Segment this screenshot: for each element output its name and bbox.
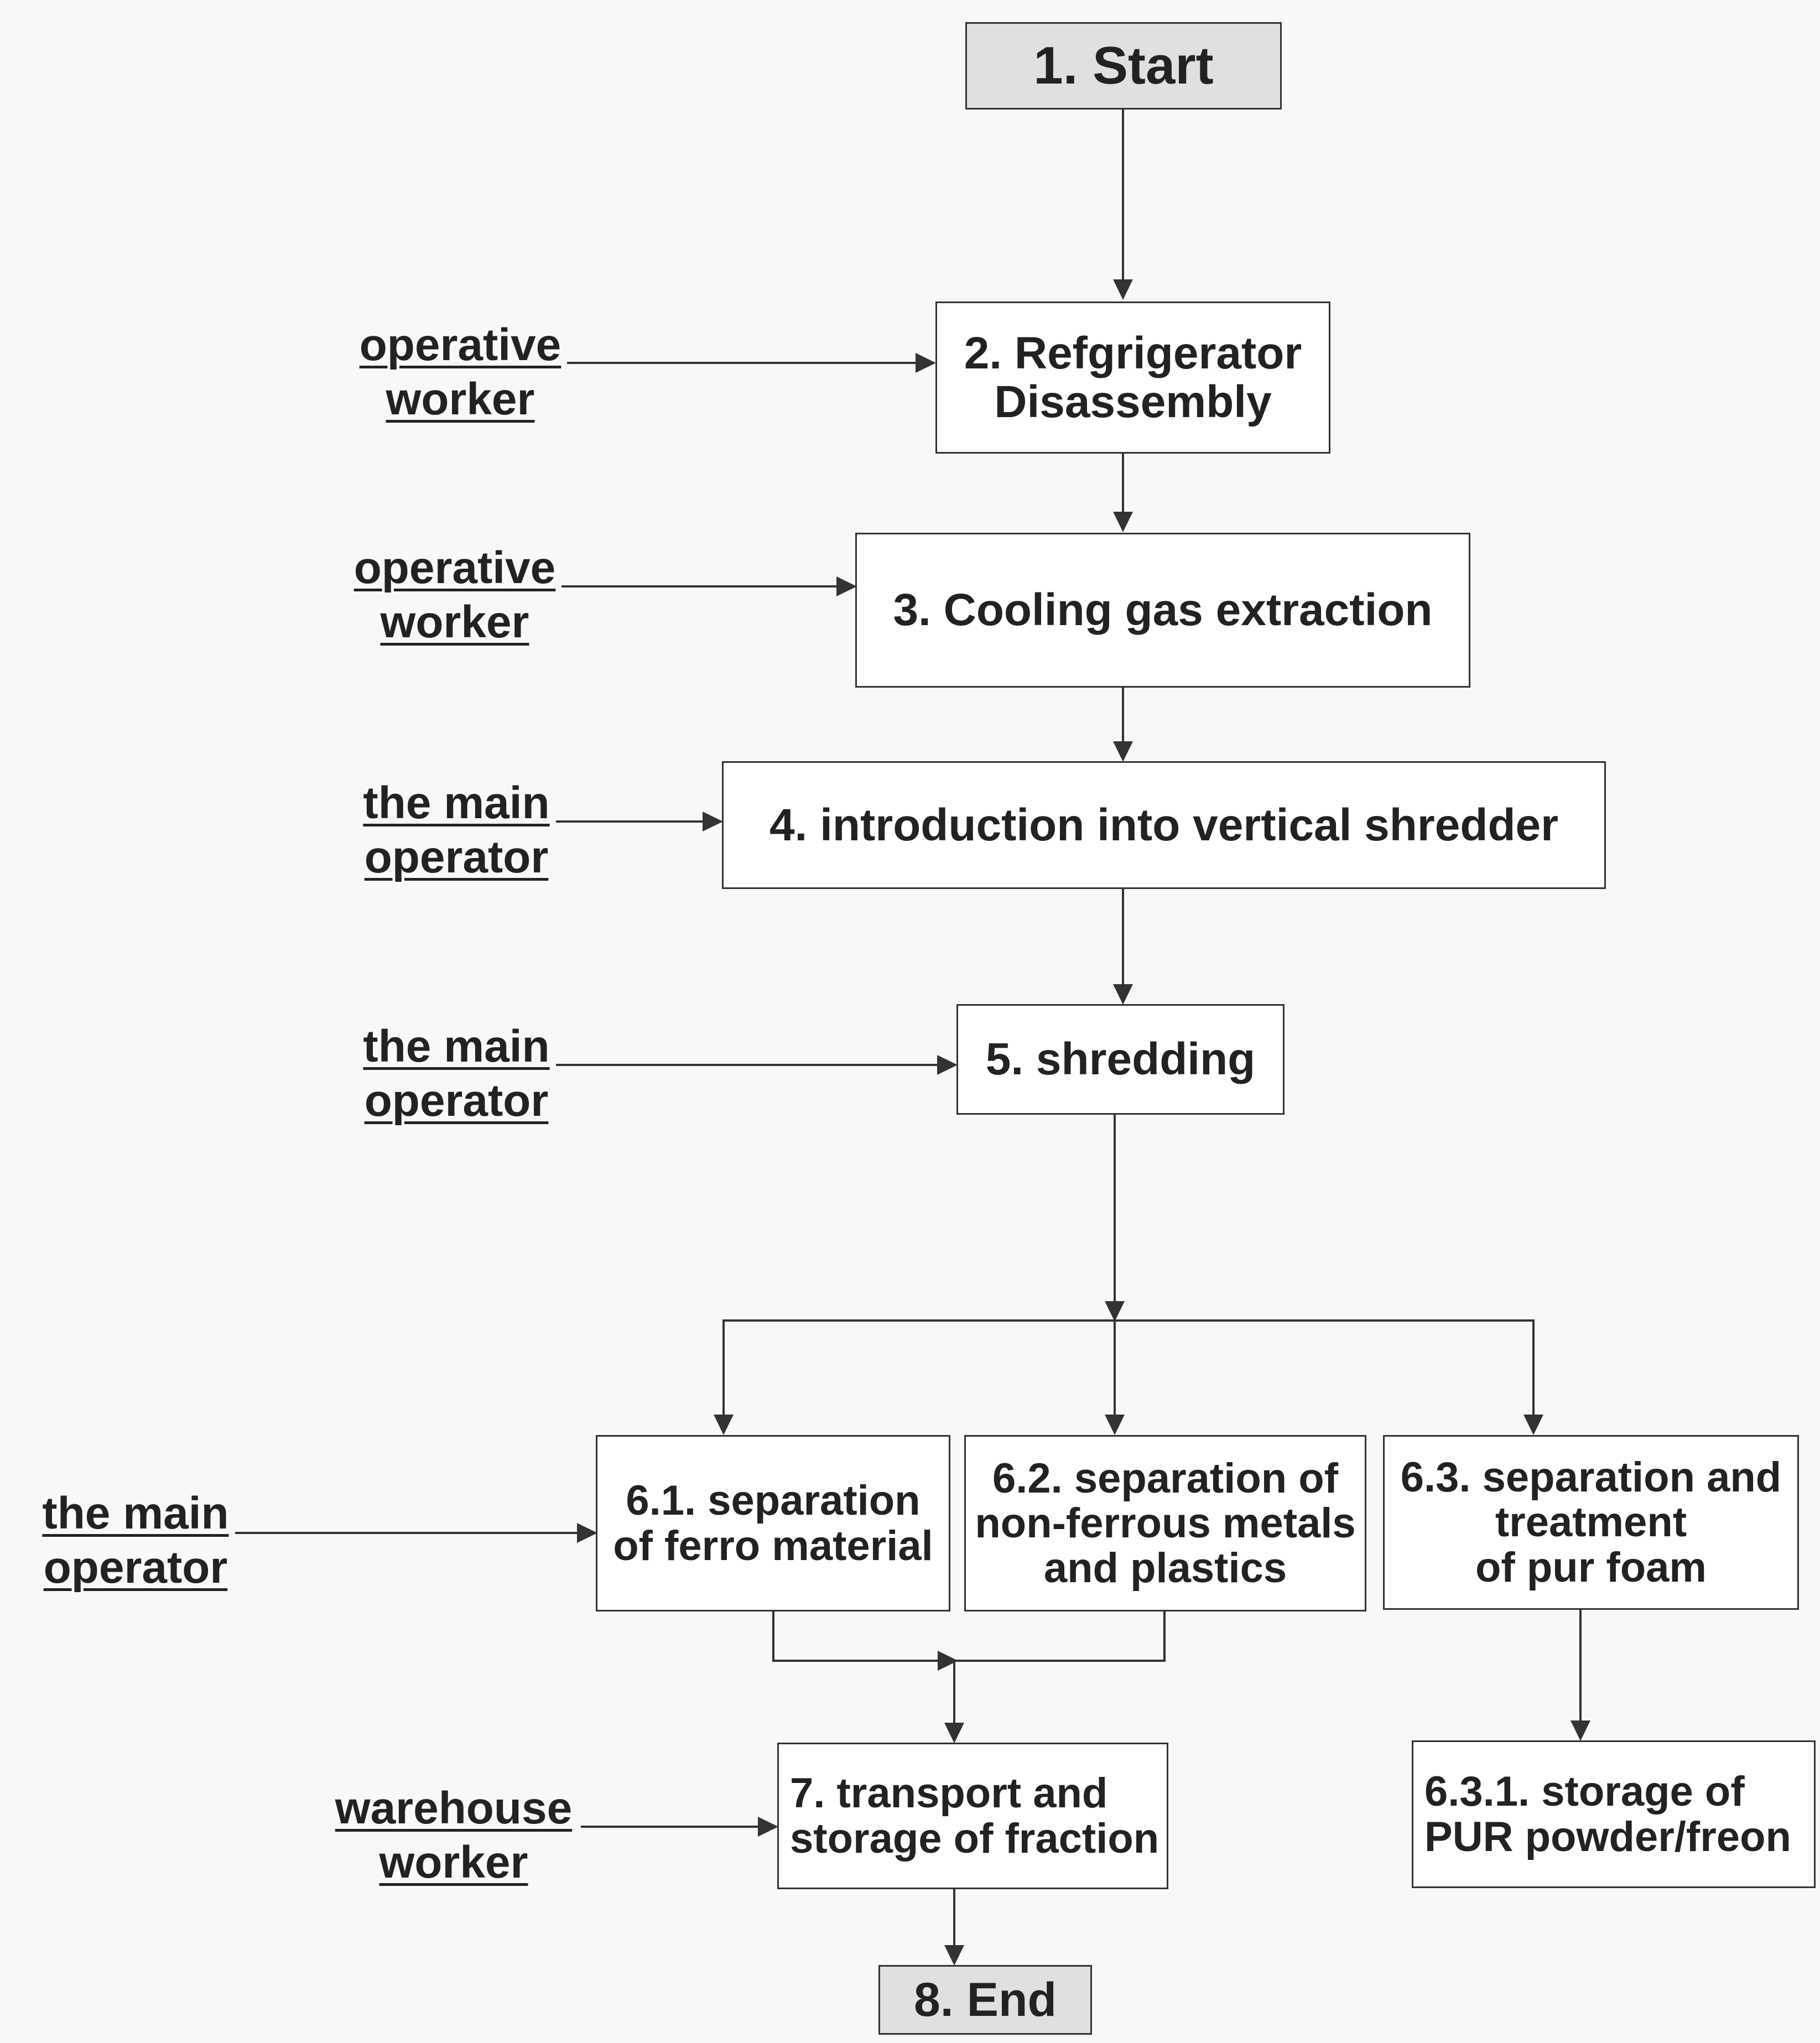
role-line-2: worker — [386, 374, 535, 425]
role-label-introduction: the main operator — [346, 776, 567, 885]
role-line-1: the main — [363, 1021, 550, 1072]
node-start: 1. Start — [965, 22, 1282, 110]
role-line-1: warehouse — [335, 1783, 573, 1833]
node-cooling-gas-extraction: 3. Cooling gas extraction — [855, 533, 1470, 688]
arrowhead — [1571, 1720, 1590, 1741]
arrowhead — [1113, 984, 1133, 1005]
role-line-2: worker — [380, 597, 529, 648]
role-line-2: worker — [379, 1837, 528, 1888]
role-line-2: operator — [364, 832, 549, 883]
arrowhead — [944, 1723, 964, 1743]
role-label-gas-extraction: operative worker — [344, 541, 565, 650]
arrowhead — [577, 1523, 597, 1543]
arrowhead — [937, 1055, 958, 1075]
role-line-1: the main — [42, 1488, 229, 1538]
role-label-disassembly: operative worker — [350, 318, 571, 427]
split-line — [722, 1319, 1535, 1433]
node-end: 8. End — [878, 1965, 1092, 2035]
arrowhead — [703, 812, 723, 831]
arrowhead — [836, 576, 857, 596]
role-line-2: operator — [43, 1542, 228, 1593]
arrowhead — [1113, 741, 1133, 762]
arrowhead — [1113, 512, 1133, 532]
arrowhead — [714, 1415, 734, 1435]
node-separation-non-ferrous: 6.2. separation of non-ferrous metals an… — [964, 1435, 1366, 1611]
arrowhead — [1113, 279, 1133, 300]
node-introduction-vertical-shredder: 4. introduction into vertical shredder — [722, 761, 1606, 889]
arrowhead — [1523, 1415, 1543, 1435]
arrowhead — [1105, 1415, 1125, 1435]
node-separation-pur-foam: 6.3. separation and treatment of pur foa… — [1383, 1435, 1799, 1610]
merge-line — [772, 1611, 1166, 1662]
role-line-1: the main — [363, 778, 550, 828]
node-separation-ferro: 6.1. separation of ferro material — [596, 1435, 950, 1611]
arrowhead — [938, 1651, 958, 1671]
role-line-2: operator — [364, 1075, 549, 1126]
node-transport-storage: 7. transport and storage of fraction — [777, 1743, 1168, 1889]
role-label-shredding: the main operator — [346, 1020, 567, 1129]
role-label-separation: the main operator — [25, 1486, 246, 1595]
role-line-1: operative — [353, 543, 556, 593]
role-line-1: operative — [359, 320, 561, 370]
role-label-transport: warehouse worker — [332, 1781, 575, 1890]
node-refrigerator-disassembly: 2. Refgrigerator Disassembly — [935, 301, 1330, 454]
arrowhead — [1105, 1301, 1125, 1322]
node-storage-pur-powder: 6.3.1. storage of PUR powder/freon — [1412, 1740, 1816, 1888]
arrowhead — [758, 1817, 778, 1837]
arrowhead — [916, 353, 936, 373]
arrowhead — [944, 1945, 964, 1966]
node-shredding: 5. shredding — [956, 1004, 1285, 1115]
